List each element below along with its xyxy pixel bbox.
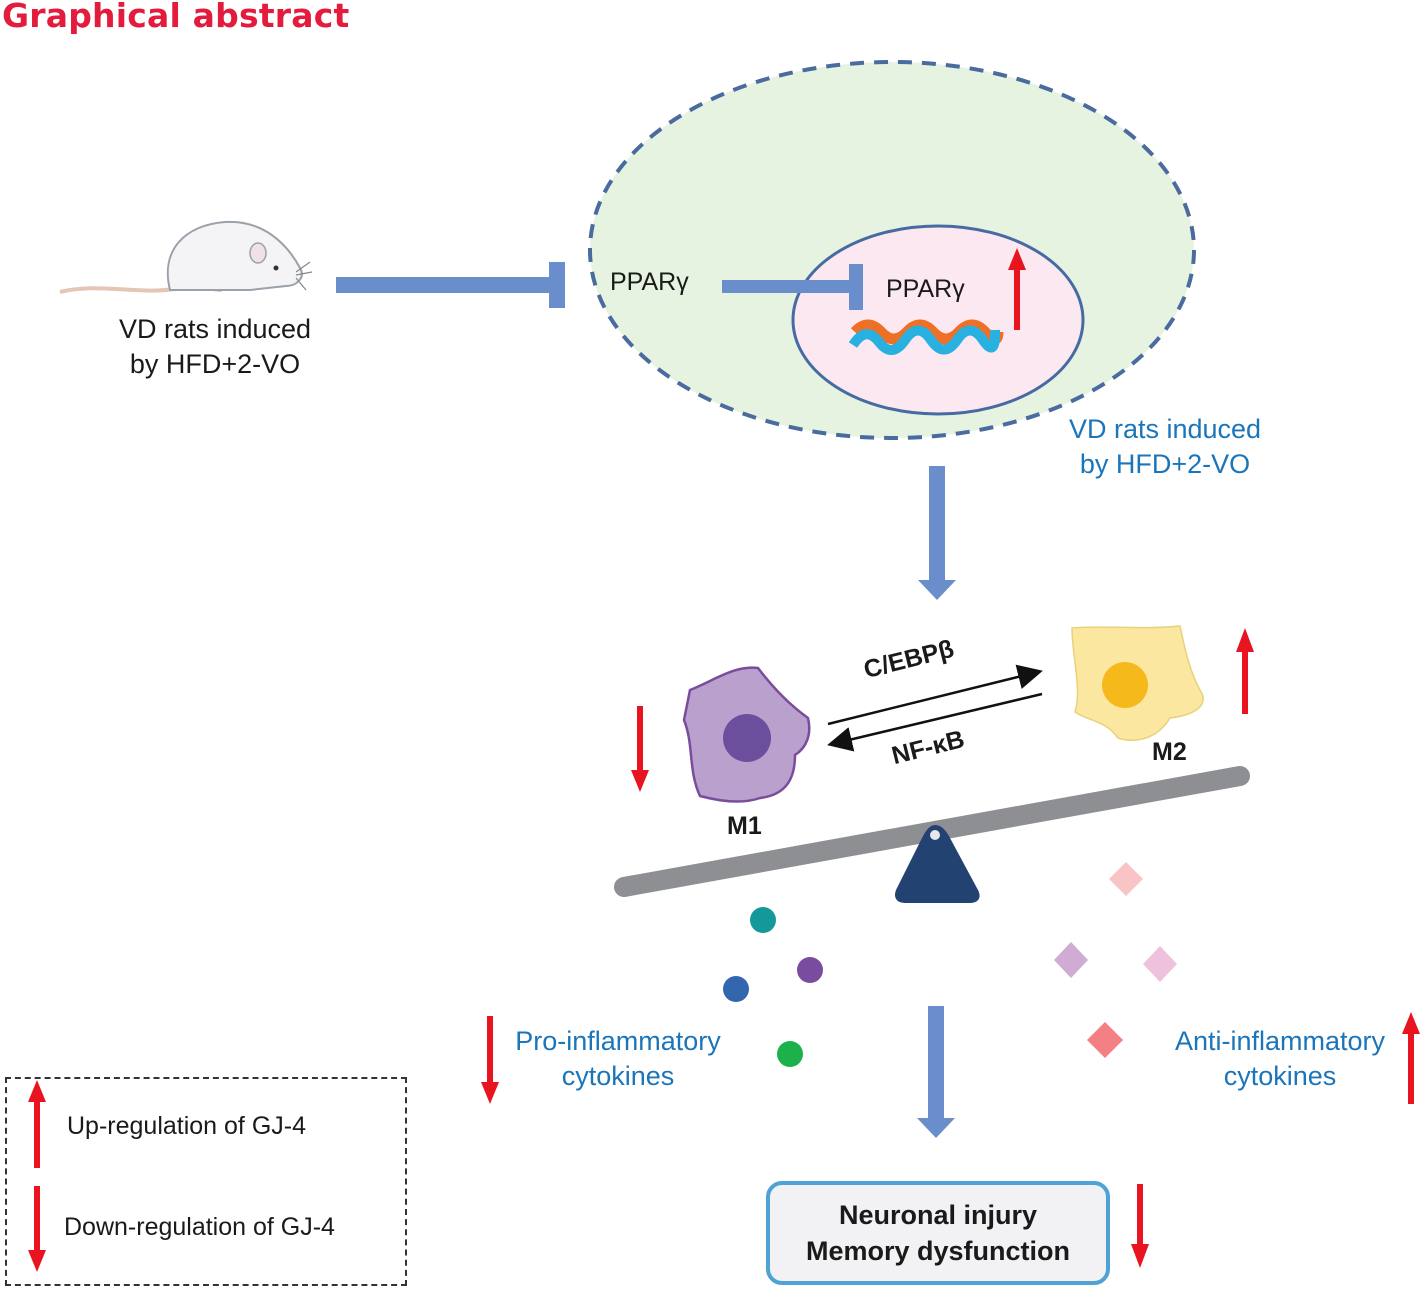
anti-inflammatory-cytokine-diamonds <box>1054 862 1177 1058</box>
pro-inflammatory-label: Pro-inflammatory cytokines <box>496 1024 740 1094</box>
figure-title: Graphical abstract <box>2 0 350 35</box>
dna-helix-icon <box>848 319 1004 355</box>
up-regulation-arrow-anti <box>1402 1012 1420 1104</box>
cell-caption-line1: VD rats induced <box>1068 414 1262 444</box>
down-regulation-arrow-m1 <box>631 706 649 792</box>
legend-box <box>5 1077 407 1286</box>
outcome-box: Neuronal injury Memory dysfunction <box>766 1181 1110 1285</box>
m2-label: M2 <box>1152 738 1187 766</box>
rat-model-label: VD rats induced by HFD+2-VO <box>90 312 340 382</box>
cytoplasm-ppar-label: PPARγ <box>610 268 689 296</box>
cytokine-diamond <box>1054 942 1088 978</box>
cell-caption-line2: by HFD+2-VO <box>1079 449 1251 479</box>
cytokine-diamond <box>1143 946 1177 982</box>
anti-inflammatory-label: Anti-inflammatory cytokines <box>1156 1024 1404 1094</box>
outcome-line2: Memory dysfunction <box>805 1236 1071 1266</box>
down-regulation-arrow-pro <box>481 1016 499 1104</box>
cytokine-diamond <box>1109 862 1143 896</box>
cell-caption: VD rats induced by HFD+2-VO <box>1040 412 1290 482</box>
cytokine-dot <box>750 907 776 933</box>
legend-down-label: Down-regulation of GJ-4 <box>64 1213 335 1241</box>
m1-microglia-cell <box>682 666 811 803</box>
anti-inflammatory-label-line1: Anti-inflammatory <box>1174 1026 1386 1056</box>
pro-inflammatory-label-line1: Pro-inflammatory <box>515 1026 721 1056</box>
legend-up-label: Up-regulation of GJ-4 <box>67 1112 307 1140</box>
down-regulation-arrow-outcome <box>1131 1184 1149 1268</box>
up-regulation-arrow-ppar <box>1008 248 1026 330</box>
legend-up-arrow-icon <box>28 1080 46 1168</box>
flow-arrow-to-polarization <box>918 466 956 600</box>
nucleus <box>791 224 1085 416</box>
seesaw-fulcrum <box>895 825 980 903</box>
m1-label: M1 <box>727 812 762 840</box>
arrow-m2-to-m1 <box>827 692 1043 752</box>
outcome-line1: Neuronal injury <box>838 1200 1038 1230</box>
cytokine-diamond <box>1087 1022 1123 1058</box>
nucleus-ppar-label: PPARγ <box>886 275 965 303</box>
m2-microglia-cell <box>1071 625 1204 742</box>
rat-model-label-line2: by HFD+2-VO <box>129 349 301 379</box>
rat-icon <box>59 220 313 294</box>
cytokine-dot <box>797 957 823 983</box>
inhibition-arrow-ppar <box>722 264 863 310</box>
up-regulation-arrow-m2 <box>1236 628 1254 714</box>
rat-model-label-line1: VD rats induced <box>118 314 312 344</box>
cytokine-dot <box>723 976 749 1002</box>
pro-inflammatory-cytokine-dots <box>723 907 823 1067</box>
anti-inflammatory-label-line2: cytokines <box>1223 1061 1337 1091</box>
flow-arrow-to-outcome <box>917 1006 955 1138</box>
cytokine-dot <box>777 1041 803 1067</box>
arrow-m1-to-m2 <box>827 664 1043 726</box>
legend-down-arrow-icon <box>28 1186 46 1272</box>
inhibition-arrow-rat-to-cell <box>336 262 565 308</box>
pro-inflammatory-label-line2: cytokines <box>561 1061 675 1091</box>
